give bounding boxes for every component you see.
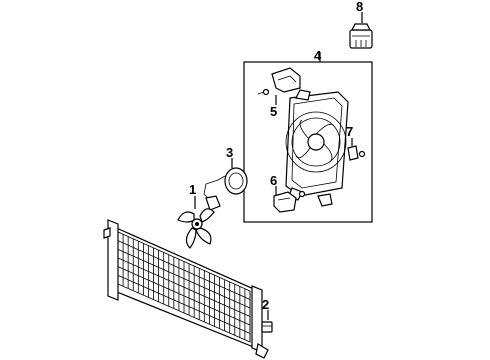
condenser-fins [117,232,251,342]
callout-7: 7 [346,124,353,139]
lower-bracket-part-6 [273,190,306,213]
fan-blade-part-1 [177,208,215,249]
callout-4: 4 [314,48,322,63]
callout-1: 1 [189,182,196,197]
tube-line [117,266,251,326]
fan-shroud [285,89,349,207]
upper-bracket-part-5 [257,67,301,96]
callout-8: 8 [356,0,363,14]
callout-2: 2 [262,297,269,312]
tube-line [117,240,251,300]
fitting-part-2 [261,321,273,333]
relay-switch-part-8 [349,23,373,49]
callout-5: 5 [270,104,277,119]
callout-3: 3 [226,145,233,160]
tube-line [117,274,251,334]
callout-6: 6 [270,173,277,188]
tube-line [117,248,251,309]
condenser [103,219,269,359]
clip-part-7 [347,145,366,161]
tube-line [117,257,251,317]
fan-motor-part-3 [203,167,248,211]
shroud-assembly-box-4 [243,61,373,223]
